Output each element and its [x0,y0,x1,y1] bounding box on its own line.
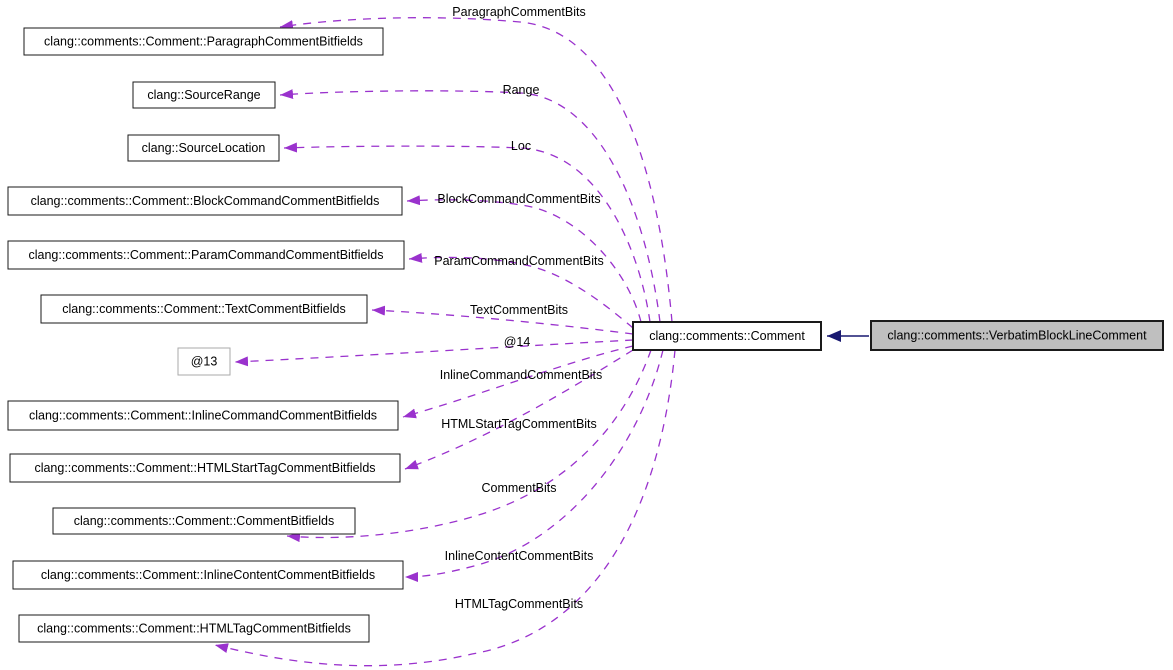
edge-label-paragraph-comment-bitfields: ParagraphCommentBits [452,5,585,19]
node-box-inline-content-comment-bitfields[interactable] [12,560,404,590]
node-box-comment[interactable] [632,321,822,351]
edge-comment-to-paragraph-comment-bitfields [279,17,673,323]
edge-label-inline-content-comment-bitfields: InlineContentCommentBits [445,549,594,563]
edge-comment-to-anonymous-13 [234,339,634,367]
node-label-block-command-comment-bitfields: clang::comments::Comment::BlockCommandCo… [31,194,380,208]
node-verbatim-block-line-comment: clang::comments::VerbatimBlockLineCommen… [870,320,1164,351]
node-label-param-command-comment-bitfields: clang::comments::Comment::ParamCommandCo… [29,248,384,262]
node-label-html-start-tag-comment-bitfields: clang::comments::Comment::HTMLStartTagCo… [34,461,375,475]
node-box-comment-bitfields[interactable] [52,507,356,535]
node-param-command-comment-bitfields[interactable]: clang::comments::Comment::ParamCommandCo… [7,240,405,270]
node-label-inline-command-comment-bitfields: clang::comments::Comment::InlineCommandC… [29,409,377,423]
node-paragraph-comment-bitfields[interactable]: clang::comments::Comment::ParagraphComme… [23,27,384,56]
node-box-inline-command-comment-bitfields[interactable] [7,400,399,431]
node-label-source-location: clang::SourceLocation [142,141,266,155]
node-label-paragraph-comment-bitfields: clang::comments::Comment::ParagraphComme… [44,35,363,49]
node-box-html-tag-comment-bitfields[interactable] [18,614,370,643]
edge-comment-to-block-command-comment-bitfields [406,195,642,323]
edge-label-html-tag-comment-bitfields: HTMLTagCommentBits [455,597,583,611]
edge-comment-to-source-location [283,142,651,323]
node-box-source-range[interactable] [132,81,276,109]
nodes-layer: clang::comments::Comment::ParagraphComme… [7,27,1164,643]
edge-label-text-comment-bitfields: TextCommentBits [470,303,568,317]
node-html-tag-comment-bitfields[interactable]: clang::comments::Comment::HTMLTagComment… [18,614,370,643]
edge-label-html-start-tag-comment-bitfields: HTMLStartTagCommentBits [441,417,597,431]
node-label-comment: clang::comments::Comment [649,329,805,343]
edge-label-comment-bitfields: CommentBits [481,481,556,495]
edge-comment-to-source-range [279,89,661,323]
node-inline-command-comment-bitfields[interactable]: clang::comments::Comment::InlineCommandC… [7,400,399,431]
node-box-anonymous-13 [177,347,231,376]
edge-comment-to-comment-bitfields [286,349,652,543]
edges-layer [214,17,869,667]
edge-label-inline-command-comment-bitfields: InlineCommandCommentBits [440,368,603,382]
edge-comment-to-inline-command-comment-bitfields [402,345,634,419]
node-label-verbatim-block-line-comment: clang::comments::VerbatimBlockLineCommen… [887,329,1147,343]
edge-labels-layer: ParagraphCommentBitsRangeLocBlockCommand… [434,5,604,611]
node-source-location[interactable]: clang::SourceLocation [127,134,280,162]
edge-label-anonymous-13: @14 [504,335,531,349]
node-box-verbatim-block-line-comment [870,320,1164,351]
node-inline-content-comment-bitfields[interactable]: clang::comments::Comment::InlineContentC… [12,560,404,590]
node-label-html-tag-comment-bitfields: clang::comments::Comment::HTMLTagComment… [37,622,351,636]
node-box-paragraph-comment-bitfields[interactable] [23,27,384,56]
node-box-param-command-comment-bitfields[interactable] [7,240,405,270]
node-label-source-range: clang::SourceRange [147,88,260,102]
node-label-comment-bitfields: clang::comments::Comment::CommentBitfiel… [74,514,335,528]
node-label-anonymous-13: @13 [191,355,218,369]
edge-label-source-location: Loc [511,139,531,153]
node-comment-bitfields[interactable]: clang::comments::Comment::CommentBitfiel… [52,507,356,535]
node-box-html-start-tag-comment-bitfields[interactable] [9,453,401,483]
node-box-source-location[interactable] [127,134,280,162]
node-text-comment-bitfields[interactable]: clang::comments::Comment::TextCommentBit… [40,294,368,324]
node-source-range[interactable]: clang::SourceRange [132,81,276,109]
node-label-inline-content-comment-bitfields: clang::comments::Comment::InlineContentC… [41,568,375,582]
node-box-block-command-comment-bitfields[interactable] [7,186,403,216]
node-block-command-comment-bitfields[interactable]: clang::comments::Comment::BlockCommandCo… [7,186,403,216]
edge-comment-to-html-tag-comment-bitfields [214,349,676,667]
edge-label-param-command-comment-bitfields: ParamCommandCommentBits [434,254,604,268]
edge-label-block-command-comment-bitfields: BlockCommandCommentBits [437,192,600,206]
node-anonymous-13: @13 [177,347,231,376]
node-comment[interactable]: clang::comments::Comment [632,321,822,351]
edge-comment-to-inline-content-comment-bitfields [404,349,664,582]
edge-label-source-range: Range [503,83,540,97]
node-html-start-tag-comment-bitfields[interactable]: clang::comments::Comment::HTMLStartTagCo… [9,453,401,483]
node-label-text-comment-bitfields: clang::comments::Comment::TextCommentBit… [62,302,345,316]
node-box-text-comment-bitfields[interactable] [40,294,368,324]
edge-comment-to-html-start-tag-comment-bitfields [404,349,634,470]
